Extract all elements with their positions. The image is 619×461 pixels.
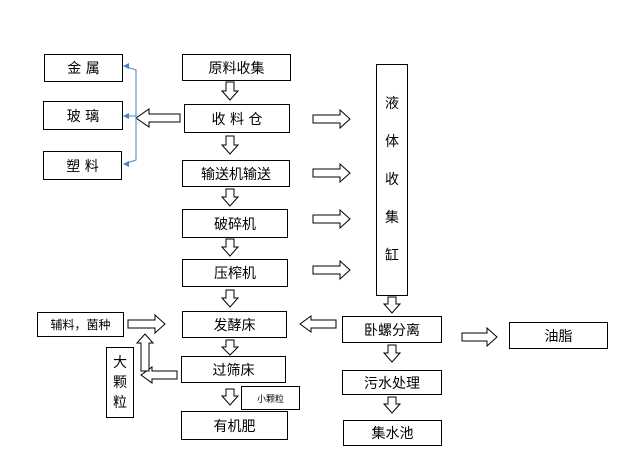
conveyor-label: 输送机输送 bbox=[201, 166, 271, 183]
arrow-down-bin-to-conveyor bbox=[220, 135, 240, 155]
raw-collect-label: 原料收集 bbox=[208, 60, 265, 77]
arrow-down-tank-to-decanter bbox=[382, 296, 402, 314]
ferment-bed-label: 发酵床 bbox=[213, 317, 256, 334]
press-label: 压榨机 bbox=[214, 266, 256, 282]
press-box: 压榨机 bbox=[182, 259, 288, 287]
small-particles-label: 小颗粒 bbox=[256, 394, 284, 405]
large-particles-char-3: 粒 bbox=[113, 394, 127, 411]
liquid-tank-char-3: 收 bbox=[385, 172, 399, 188]
conveyor-box: 输送机输送 bbox=[182, 160, 290, 187]
liquid-tank-char-2: 体 bbox=[385, 134, 399, 150]
arrow-down-raw-to-bin bbox=[220, 81, 240, 101]
plastic-label: 塑 料 bbox=[66, 158, 99, 175]
small-particles-box: 小颗粒 bbox=[241, 386, 300, 410]
sump-box: 集水池 bbox=[343, 420, 442, 446]
oil-box: 油脂 bbox=[509, 322, 608, 349]
arrow-left-sieve-to-large bbox=[140, 366, 178, 384]
arrow-up-large-to-ferment bbox=[135, 333, 155, 372]
arrow-right-press-to-tank bbox=[312, 259, 351, 281]
organic-fertilizer-label: 有机肥 bbox=[213, 418, 256, 435]
arrow-right-additives-to-ferment bbox=[127, 313, 166, 335]
arrow-down-crusher-to-press bbox=[220, 238, 240, 257]
decanter-label: 卧螺分离 bbox=[364, 322, 420, 339]
arrow-right-bin-to-tank bbox=[312, 108, 351, 130]
arrow-down-sieve-to-fertilizer bbox=[220, 388, 240, 406]
sieve-bed-box: 过筛床 bbox=[181, 356, 286, 383]
metal-box: 金 属 bbox=[44, 54, 123, 82]
liquid-tank-char-5: 缸 bbox=[385, 248, 399, 264]
arrow-left-decanter-to-ferment bbox=[299, 315, 337, 333]
blue-arrowhead-metal bbox=[123, 63, 129, 69]
collect-bin-box: 收 料 仓 bbox=[184, 104, 290, 133]
arrow-right-conveyor-to-tank bbox=[312, 162, 351, 184]
plastic-box: 塑 料 bbox=[43, 151, 122, 180]
oil-label: 油脂 bbox=[544, 328, 573, 345]
large-particles-box: 大 颗 粒 bbox=[106, 347, 134, 418]
wastewater-box: 污水处理 bbox=[342, 370, 442, 395]
sieve-bed-label: 过筛床 bbox=[212, 362, 255, 379]
arrow-down-conveyor-to-crusher bbox=[220, 188, 240, 207]
arrow-down-ferment-to-sieve bbox=[220, 339, 240, 356]
sump-label: 集水池 bbox=[371, 426, 414, 442]
glass-box: 玻 璃 bbox=[43, 101, 123, 130]
liquid-tank-box: 液 体 收 集 缸 bbox=[376, 64, 408, 296]
collect-bin-label: 收 料 仓 bbox=[211, 111, 263, 128]
blue-arrowhead-plastic bbox=[123, 161, 129, 167]
glass-label: 玻 璃 bbox=[66, 108, 100, 125]
crusher-label: 破碎机 bbox=[214, 216, 256, 233]
liquid-tank-char-4: 集 bbox=[385, 210, 399, 226]
additives-box: 辅料，菌种 bbox=[37, 312, 124, 337]
blue-connector-lines bbox=[123, 65, 137, 165]
large-particles-char-1: 大 bbox=[113, 354, 127, 371]
wastewater-label: 污水处理 bbox=[364, 375, 420, 392]
additives-label: 辅料，菌种 bbox=[50, 318, 111, 332]
arrow-down-press-to-ferment bbox=[220, 289, 240, 308]
raw-collect-box: 原料收集 bbox=[182, 54, 291, 81]
crusher-box: 破碎机 bbox=[182, 209, 288, 238]
metal-label: 金 属 bbox=[67, 61, 100, 77]
organic-fertilizer-box: 有机肥 bbox=[181, 411, 288, 440]
liquid-tank-char-1: 液 bbox=[385, 96, 399, 112]
large-particles-char-2: 颗 bbox=[113, 374, 127, 391]
arrow-right-crusher-to-tank bbox=[312, 208, 351, 230]
decanter-box: 卧螺分离 bbox=[342, 316, 442, 343]
blue-arrowhead-glass bbox=[123, 113, 129, 119]
ferment-bed-box: 发酵床 bbox=[182, 311, 287, 338]
arrow-right-decanter-to-oil bbox=[461, 326, 498, 348]
arrow-down-decanter-to-wastewater bbox=[382, 344, 402, 363]
arrow-down-wastewater-to-sump bbox=[382, 396, 402, 414]
arrow-left-bin-to-materials bbox=[135, 108, 181, 128]
